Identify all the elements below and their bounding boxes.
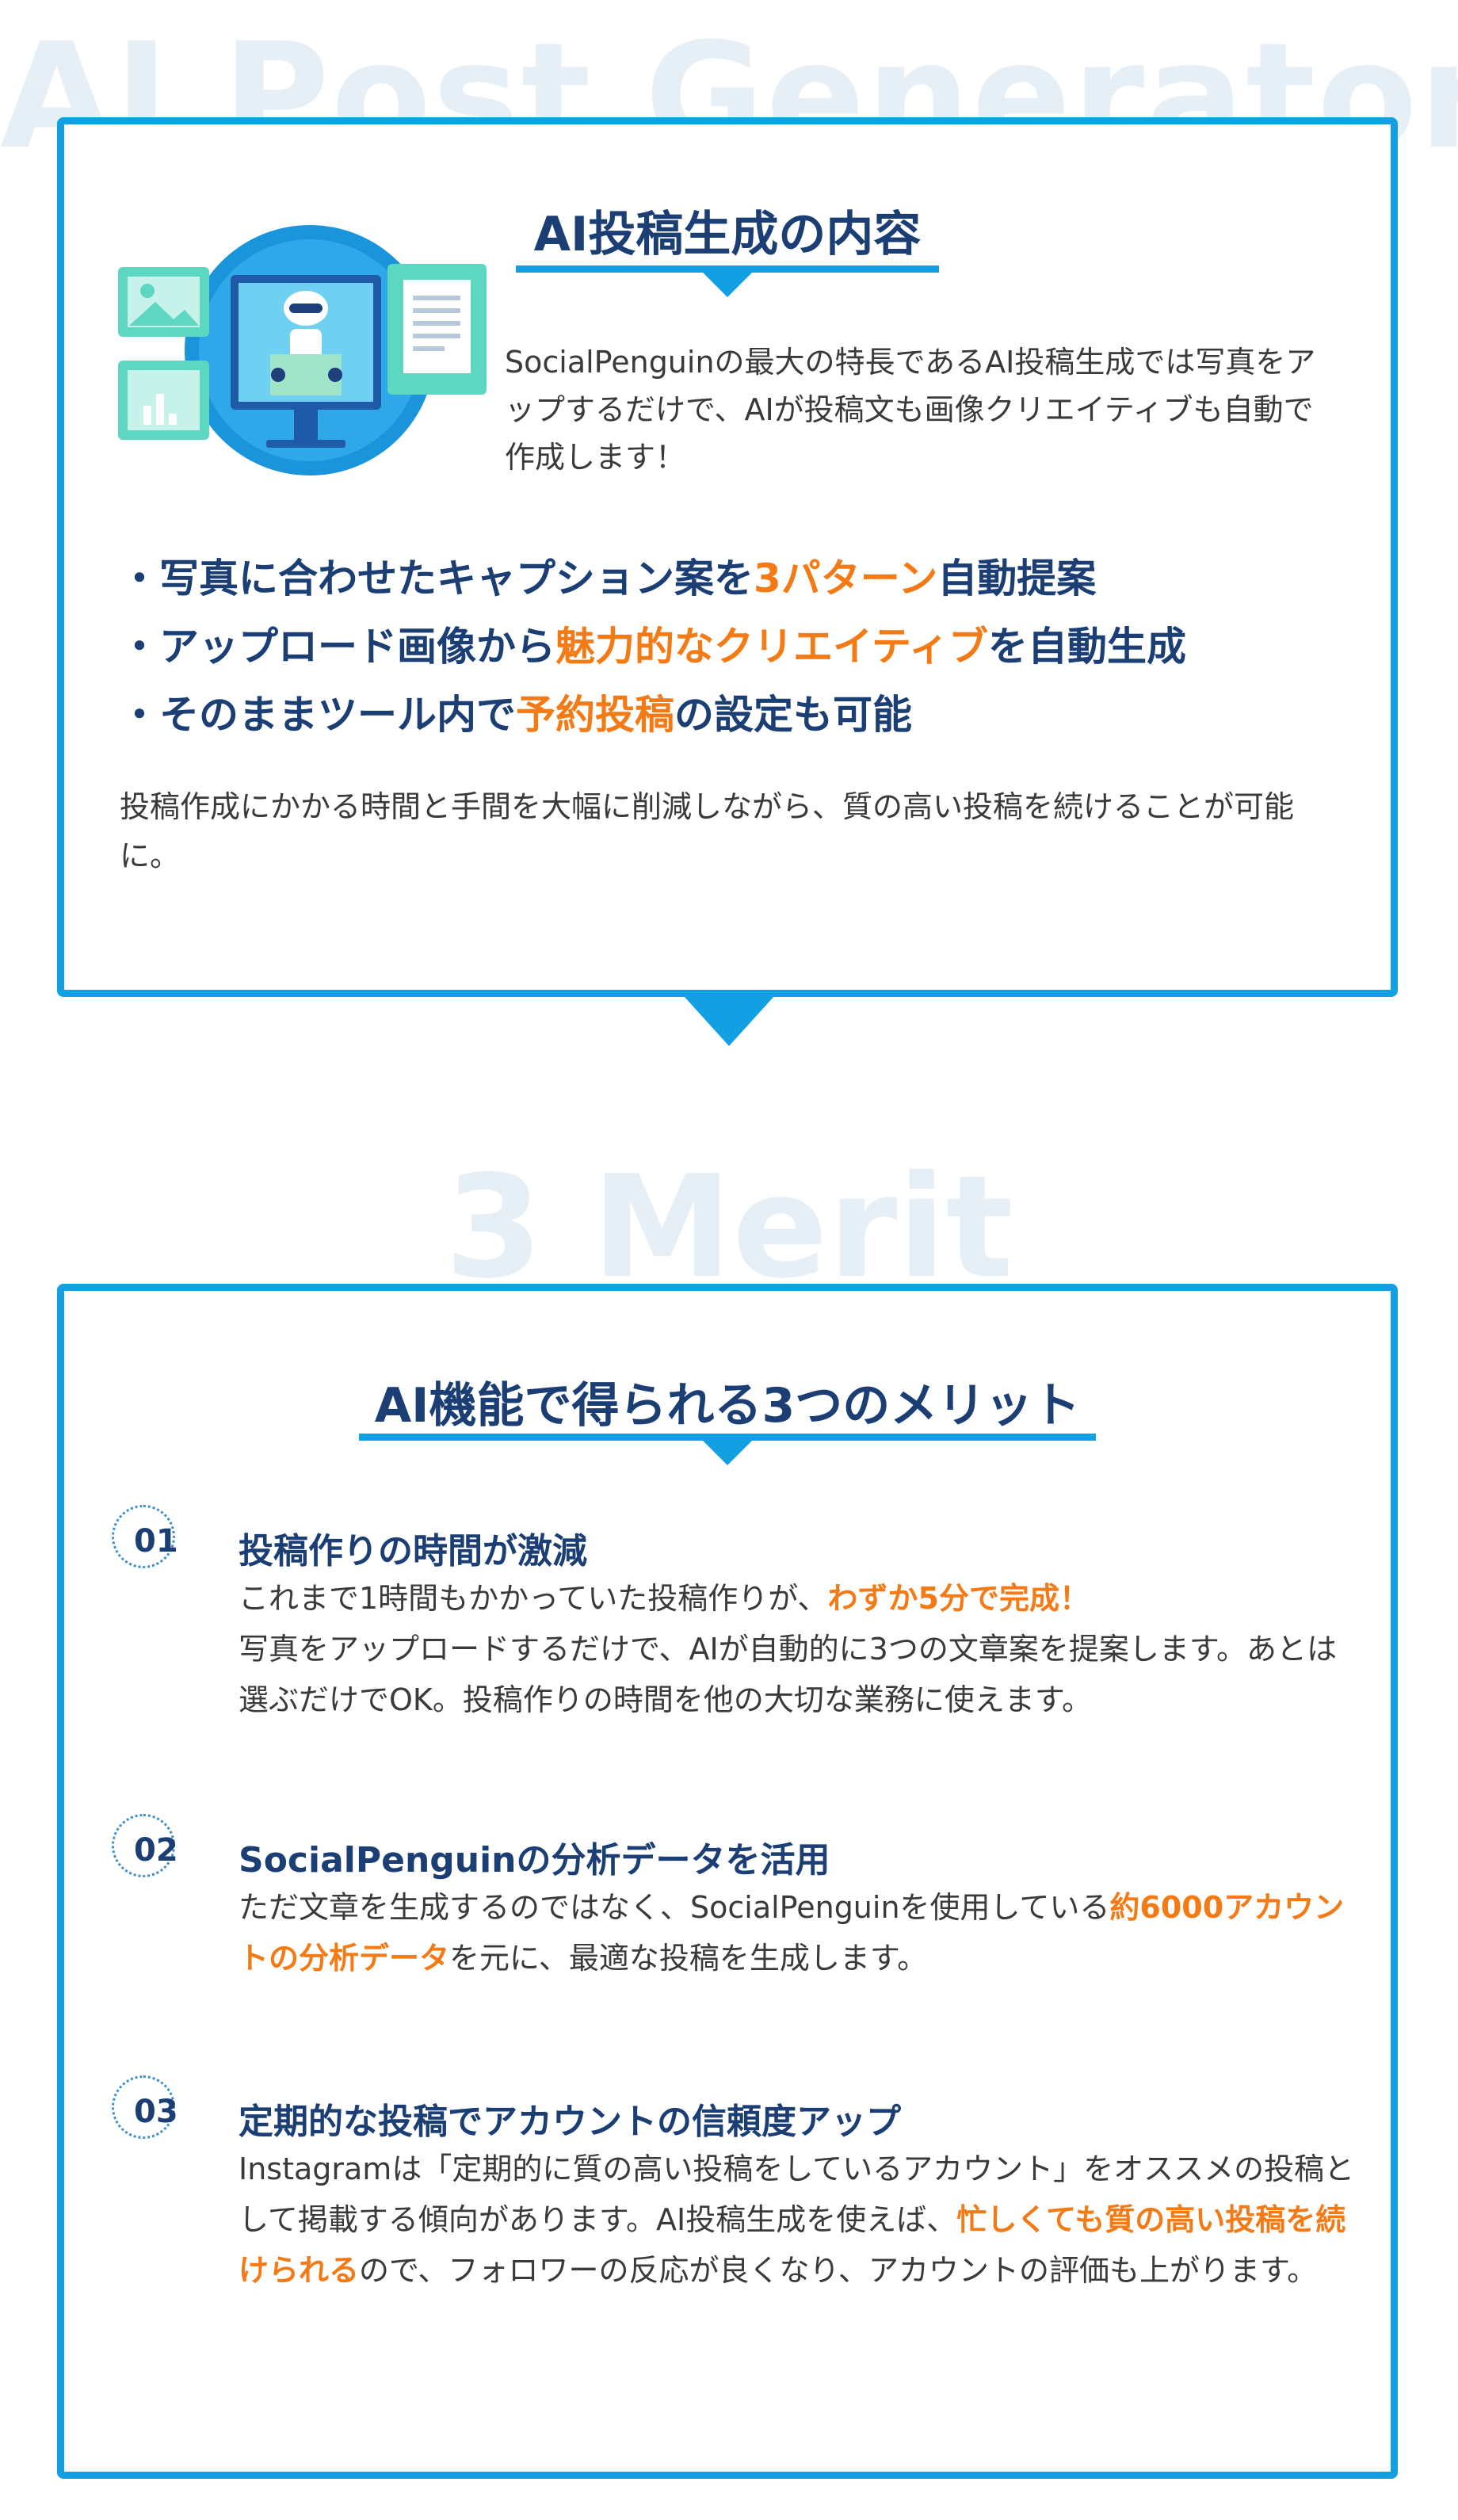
merit-body: Instagramは「定期的に質の高い投稿をしているアカウント」をオススメの投稿… (239, 2152, 1355, 2288)
dotted-number-ring: 03 (112, 2075, 178, 2139)
feature-bullet: ・そのままツール内で予約投稿の設定も可能 (120, 692, 912, 738)
ai-post-content-card: AI投稿生成の内容 (57, 117, 1398, 997)
ai-robot-illustration (118, 225, 487, 475)
chart-card-icon (118, 361, 209, 440)
section1-heading: AI投稿生成の内容 (533, 207, 922, 262)
heading-underline (516, 265, 939, 273)
merit-number: 02 (134, 1832, 178, 1869)
dotted-number-ring: 01 (112, 1505, 178, 1568)
heading-notch (702, 272, 753, 297)
summary-text: 投稿作成にかかる時間と手間を大幅に削減しながら、質の高い投稿を続けることが可能に… (120, 789, 1295, 873)
dotted-number-ring: 02 (112, 1814, 178, 1877)
heading-underline (359, 1434, 1096, 1441)
merit-card: AI機能で得られる3つのメリット 01 投稿作りの時間が激減 これまで1時間もか… (57, 1284, 1398, 2479)
merit-title: SocialPenguinの分析データを活用 (239, 1840, 830, 1880)
merit-body: ただ文章を生成するのではなく、SocialPenguinを使用している約6000… (239, 1890, 1345, 1976)
highlight-text: 予約投稿 (516, 692, 674, 738)
merit-number: 01 (134, 1523, 178, 1560)
intro-text: SocialPenguinの最大の特長であるAI投稿生成では写真をアップするだけ… (505, 345, 1316, 475)
bg-title-3-merit: 3 Merit (445, 1145, 1013, 1309)
highlight-text: 忙しくても質の高い投稿を続けられる (239, 2202, 1346, 2288)
document-card-icon (387, 264, 487, 395)
highlight-text: 魅力的なクリエイティブ (555, 624, 988, 670)
feature-bullet: ・アップロード画像から魅力的なクリエイティブを自動生成 (120, 624, 1186, 670)
highlight-text: わずか5分で完成！ (827, 1581, 1090, 1616)
heading-notch (702, 1440, 753, 1465)
feature-bullet-list: ・写真に合わせたキャプション案を3パターン自動提案 ・アップロード画像から魅力的… (120, 544, 1356, 749)
feature-bullet: ・写真に合わせたキャプション案を3パターン自動提案 (120, 556, 1097, 601)
section-arrow (683, 995, 775, 1046)
highlight-text: 3パターン (754, 556, 938, 601)
section2-heading: AI機能で得られる3つのメリット (374, 1378, 1081, 1434)
highlight-text: 約6000アカウントの分析データ (239, 1890, 1345, 1976)
merit-title: 定期的な投稿でアカウントの信頼度アップ (239, 2102, 901, 2142)
merit-number: 03 (134, 2094, 178, 2130)
merit-title: 投稿作りの時間が激減 (239, 1531, 587, 1571)
image-card-icon (118, 267, 209, 337)
merit-body: これまで1時間もかかっていた投稿作りが、わずか5分で完成！写真をアップロードする… (239, 1581, 1338, 1717)
